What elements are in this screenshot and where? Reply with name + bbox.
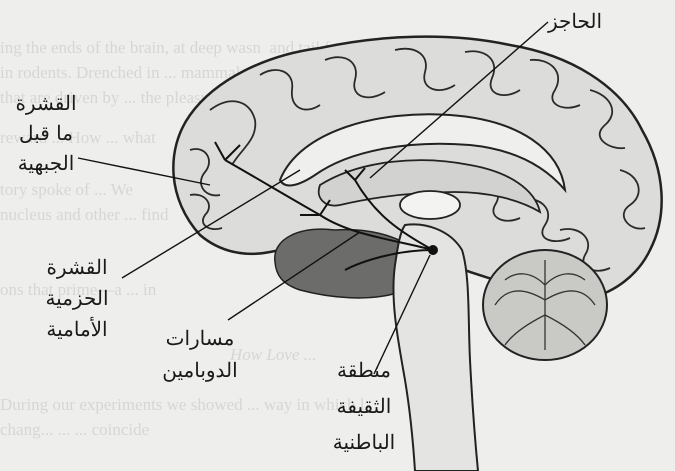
label-line: الدوبامين xyxy=(135,354,265,386)
label-line: القشرة xyxy=(28,252,126,283)
label-line: القشرة xyxy=(2,88,90,118)
thalamus xyxy=(400,191,460,219)
label-dopamine-pathways: مسارات الدوبامين xyxy=(135,322,265,386)
label-line: مسارات xyxy=(135,322,265,354)
label-septum-line: الحاجز xyxy=(520,8,630,34)
label-line: الباطنية xyxy=(312,424,416,460)
label-line: الحزمية xyxy=(28,283,126,314)
label-line: الجبهية xyxy=(2,148,90,178)
label-anterior-cingulate: القشرة الحزمية الأمامية xyxy=(28,252,126,345)
label-line: منطقة xyxy=(312,352,416,388)
label-vta: منطقة الثقيفة الباطنية xyxy=(312,352,416,460)
label-line: ما قبل xyxy=(2,118,90,148)
label-septum: الحاجز xyxy=(520,8,630,34)
label-line: الثقيفة xyxy=(312,388,416,424)
label-line: الأمامية xyxy=(28,314,126,345)
label-prefrontal-cortex: القشرة ما قبل الجبهية xyxy=(2,88,90,178)
